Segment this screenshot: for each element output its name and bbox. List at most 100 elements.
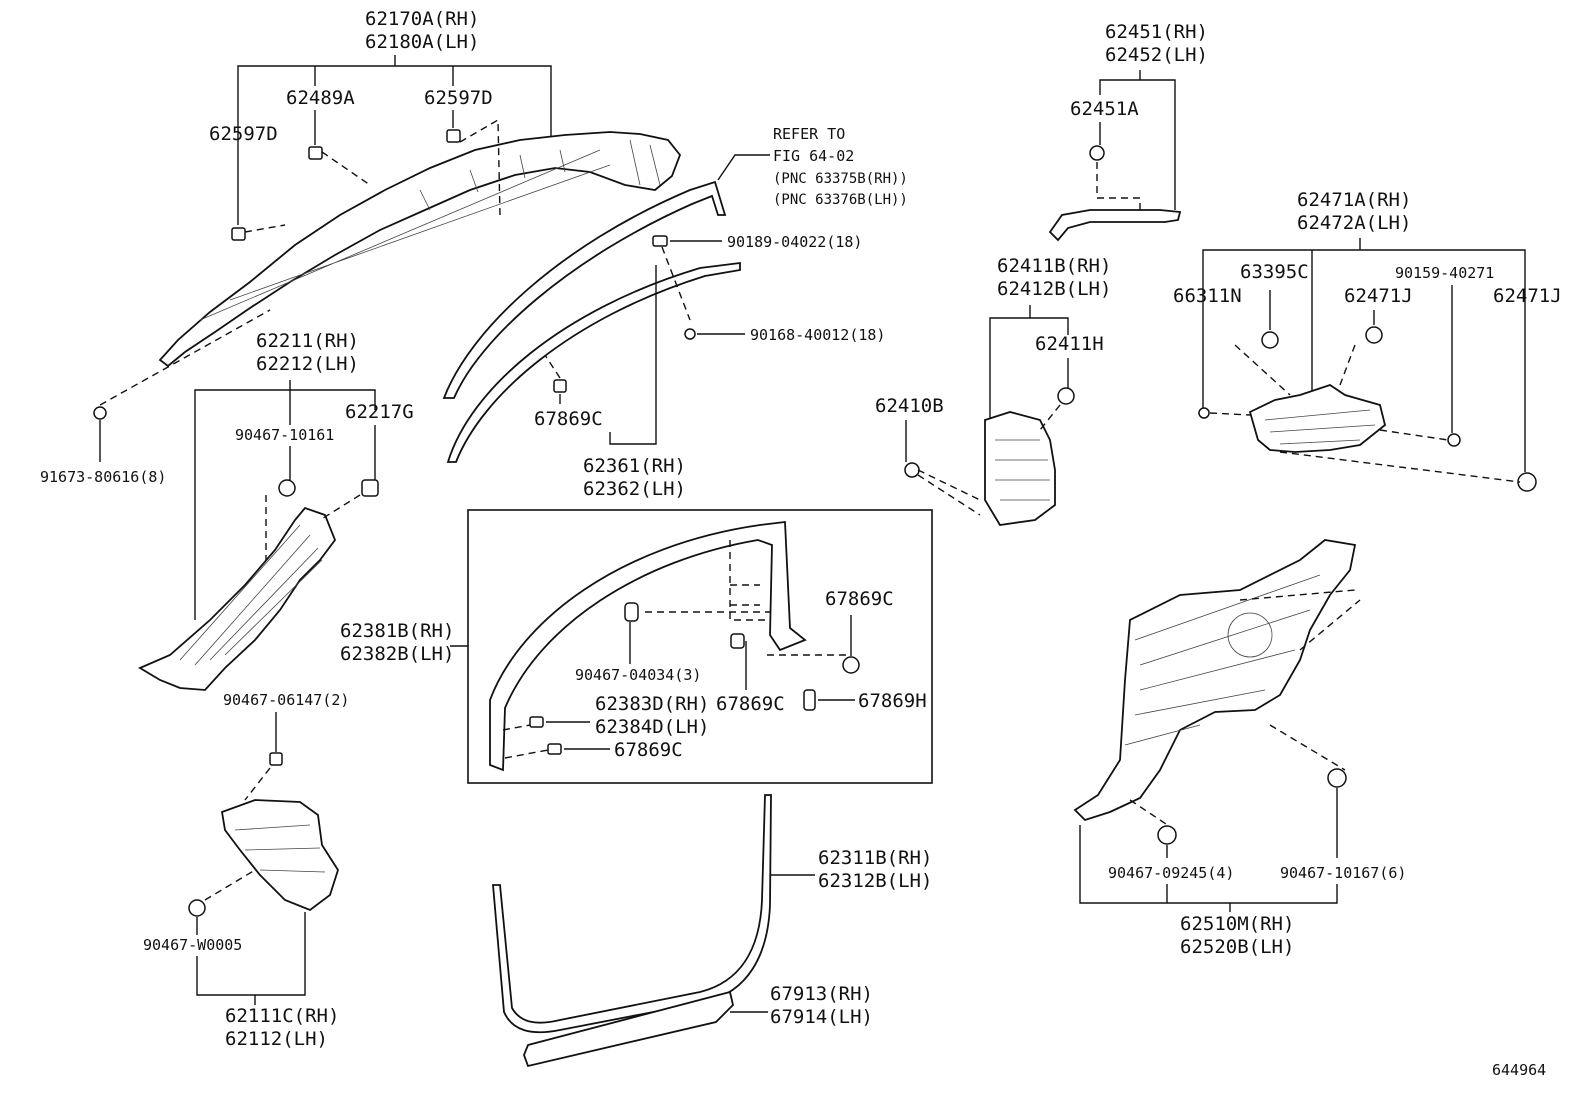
label-62451[interactable]: 62451(RH) [1105, 21, 1208, 43]
label-62361[interactable]: 62361(RH) [583, 455, 686, 477]
label-62520B[interactable]: 62520B(LH) [1180, 936, 1294, 958]
center-pillar-garnish-group: 62411B(RH) 62412B(LH) 62411H 62410B [875, 255, 1111, 526]
front-pillar-garnish[interactable] [138, 506, 337, 691]
label-90467-06147[interactable]: 90467-06147(2) [223, 691, 349, 709]
label-90189[interactable]: 90189-04022(18) [727, 233, 862, 251]
label-62471J-b[interactable]: 62471J [1493, 285, 1562, 307]
label-67869H[interactable]: 67869H [858, 690, 927, 712]
label-67869C-c[interactable]: 67869C [716, 693, 785, 715]
clip-90467-10161-icon [278, 479, 296, 497]
front-pillar-garnish-detail [179, 524, 323, 666]
label-62471A[interactable]: 62471A(RH) [1297, 189, 1411, 211]
roof-garnish-rear[interactable] [1048, 209, 1182, 242]
label-62381B[interactable]: 62381B(RH) [340, 620, 454, 642]
leader-refer [717, 154, 770, 181]
quarter-trim-upper-detail [1264, 409, 1376, 445]
pillar-moulding[interactable] [446, 261, 741, 463]
label-62362[interactable]: 62362(LH) [583, 478, 686, 500]
label-90467-04034[interactable]: 90467-04034(3) [575, 666, 701, 684]
label-62211[interactable]: 62211(RH) [256, 330, 359, 352]
cowl-side-trim-group: 90467-06147(2) 90467-W0005 62111C(RH) 62… [143, 691, 349, 1050]
screw-90159-icon [1447, 433, 1461, 447]
label-62311B[interactable]: 62311B(RH) [818, 847, 932, 869]
clip-90467-04034-icon [624, 602, 639, 622]
leader-62411B [989, 317, 1069, 418]
label-67869C-a[interactable]: 67869C [534, 408, 603, 430]
clip-62383D-icon [529, 716, 544, 728]
label-62111C[interactable]: 62111C(RH) [225, 1005, 339, 1027]
label-90467-W0005[interactable]: 90467-W0005 [143, 936, 242, 954]
label-67913[interactable]: 67913(RH) [770, 983, 873, 1005]
label-62383D[interactable]: 62383D(RH) [595, 693, 709, 715]
guide-62451A [1096, 162, 1141, 210]
clip-67869C-b-icon [547, 743, 562, 755]
label-62212[interactable]: 62212(LH) [256, 353, 359, 375]
label-62489A[interactable]: 62489A [286, 87, 355, 109]
label-62510M[interactable]: 62510M(RH) [1180, 913, 1294, 935]
refer-line1: REFER TO [773, 125, 845, 143]
clip-62411H-icon [1057, 387, 1075, 405]
clip-67869C-a-icon [553, 379, 567, 393]
label-62170A[interactable]: 62170A(RH) [365, 8, 479, 30]
door-opening-trim-group: 62381B(RH) 62382B(LH) 90467-04034(3) 678… [340, 509, 933, 784]
door-opening-weatherstrip[interactable] [492, 794, 772, 1034]
label-62411H[interactable]: 62411H [1035, 333, 1104, 355]
door-opening-trim[interactable] [489, 520, 807, 772]
label-62412B[interactable]: 62412B(LH) [997, 278, 1111, 300]
clip-62451A-icon [1089, 145, 1105, 161]
bolt-91673-icon [93, 406, 107, 420]
label-62597D-a[interactable]: 62597D [209, 123, 278, 145]
label-62410B[interactable]: 62410B [875, 395, 944, 417]
label-90467-09245[interactable]: 90467-09245(4) [1108, 864, 1234, 882]
label-62217G[interactable]: 62217G [345, 401, 414, 423]
guide-90189 [661, 246, 691, 321]
cowl-side-guide-a [244, 767, 271, 801]
quarter-trim-upper[interactable] [1248, 384, 1387, 453]
label-90467-10167[interactable]: 90467-10167(6) [1280, 864, 1406, 882]
center-pillar-guides [917, 404, 1061, 516]
label-67914[interactable]: 67914(LH) [770, 1006, 873, 1028]
label-62382B[interactable]: 62382B(LH) [340, 643, 454, 665]
center-pillar-garnish-detail [995, 439, 1050, 501]
front-pillar-garnish-group: 62211(RH) 62212(LH) 90467-10161 62217G [138, 330, 414, 691]
label-62112[interactable]: 62112(LH) [225, 1028, 328, 1050]
label-63395C[interactable]: 63395C [1240, 261, 1309, 283]
label-62451A[interactable]: 62451A [1070, 98, 1139, 120]
roof-drip-moulding[interactable] [442, 180, 727, 399]
clip-67869C-d-icon [842, 656, 860, 674]
clip-90189-icon [652, 235, 668, 247]
leader-62211 [194, 389, 376, 620]
bolt-91673-group: 91673-80616(8) [40, 406, 166, 486]
label-62384D[interactable]: 62384D(LH) [595, 716, 709, 738]
clip-62597D-a-icon [231, 227, 246, 241]
label-91673[interactable]: 91673-80616(8) [40, 468, 166, 486]
figure-number: 644964 [1492, 1061, 1546, 1079]
door-scuff-plate[interactable] [523, 990, 734, 1068]
clip-90467-10167-icon [1327, 768, 1347, 788]
label-62452[interactable]: 62452(LH) [1105, 44, 1208, 66]
cowl-side-trim[interactable] [220, 799, 339, 912]
quarter-trim-lower-guides [1129, 589, 1361, 831]
label-90467-10161[interactable]: 90467-10161 [235, 426, 334, 444]
label-90159[interactable]: 90159-40271 [1395, 264, 1494, 282]
clip-90467-06147-icon [269, 752, 283, 766]
quarter-trim-lower[interactable] [1073, 539, 1357, 822]
label-62597D-b[interactable]: 62597D [424, 87, 493, 109]
quarter-trim-upper-guides [1209, 344, 1521, 483]
label-62312B[interactable]: 62312B(LH) [818, 870, 932, 892]
label-62180A[interactable]: 62180A(LH) [365, 31, 479, 53]
leader-62510M [1079, 825, 1338, 904]
clip-90467-09245-icon [1157, 825, 1177, 845]
label-90168[interactable]: 90168-40012(18) [750, 326, 885, 344]
roof-garnish-rear-group: 62451(RH) 62452(LH) 62451A [1048, 21, 1208, 242]
label-62411B[interactable]: 62411B(RH) [997, 255, 1111, 277]
center-pillar-garnish[interactable] [984, 411, 1056, 526]
label-62471J-a[interactable]: 62471J [1344, 285, 1413, 307]
label-62472A[interactable]: 62472A(LH) [1297, 212, 1411, 234]
guide-67869C-a [544, 354, 561, 379]
label-66311N[interactable]: 66311N [1173, 285, 1242, 307]
label-67869C-b[interactable]: 67869C [614, 739, 683, 761]
clip-63395C-icon [1261, 331, 1279, 349]
label-67869C-d[interactable]: 67869C [825, 588, 894, 610]
